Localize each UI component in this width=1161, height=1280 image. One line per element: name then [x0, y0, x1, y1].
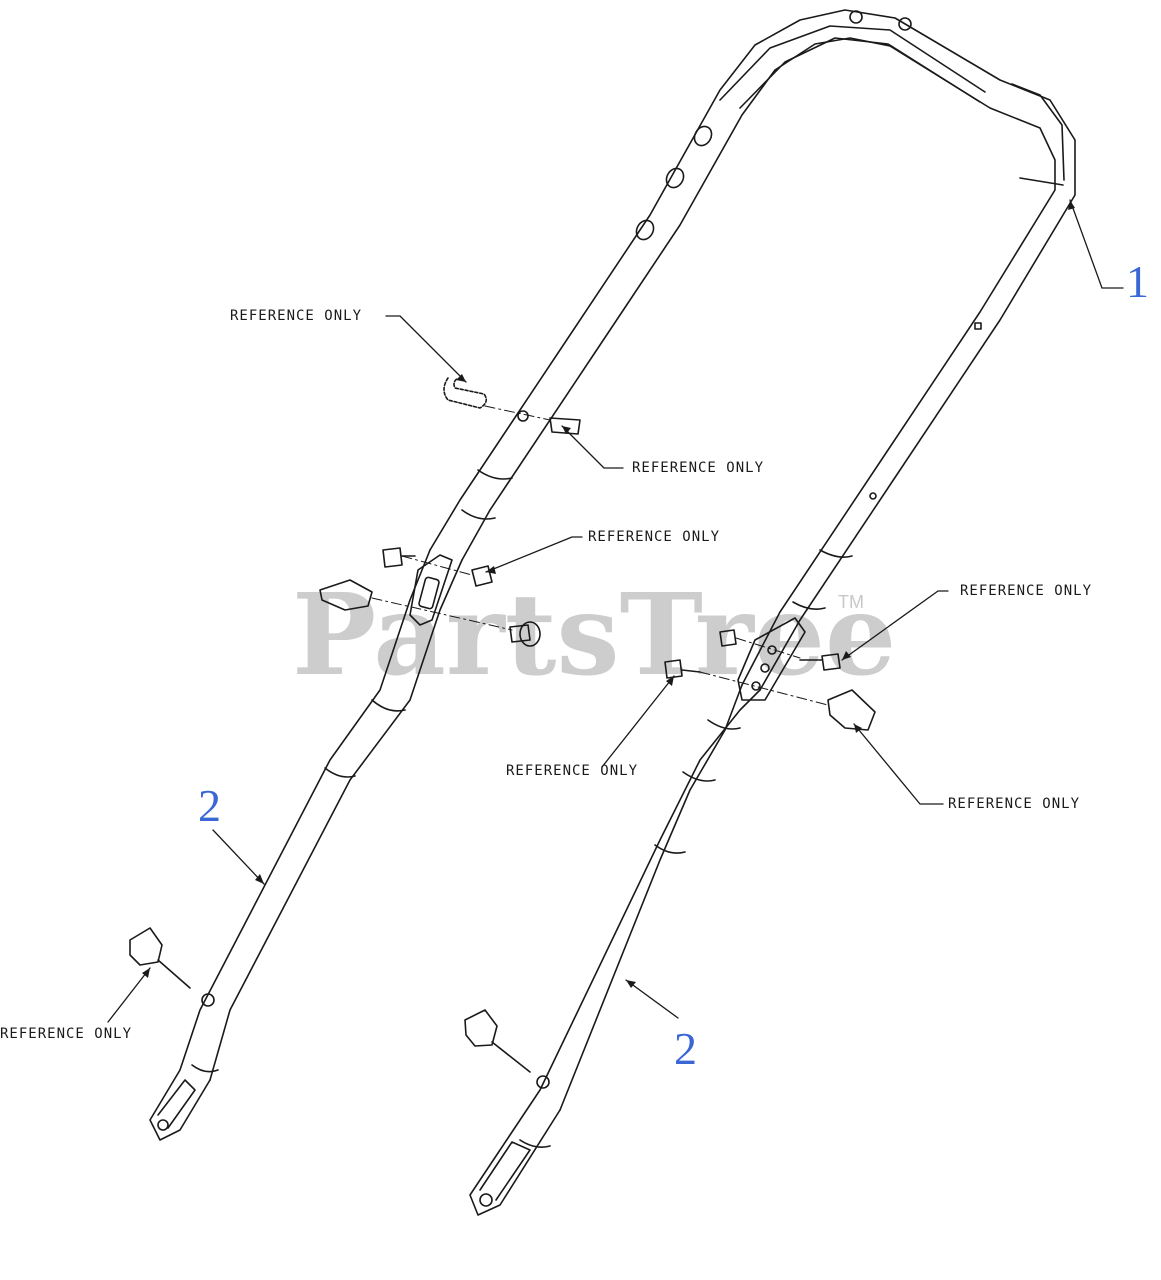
right-stud: [664, 659, 701, 679]
upper-handle-outer: [429, 9, 1076, 691]
left-knob: [319, 579, 373, 611]
tube-ring: [819, 549, 853, 558]
centerline: [371, 597, 513, 631]
upper-handle-tube-line: [719, 25, 986, 101]
handle-hole: [693, 125, 713, 147]
arrow-head: [666, 676, 674, 686]
bracket-hole: [760, 663, 770, 673]
assembly-centerlines: [371, 405, 829, 706]
upper-handle-tube-line: [739, 37, 981, 109]
leader-line: [853, 723, 944, 805]
leader-line: [385, 315, 467, 383]
handle-hole: [201, 993, 215, 1007]
flange-nut: [471, 565, 493, 587]
centerline: [735, 637, 801, 659]
tube-ring: [707, 719, 741, 730]
handle-hole: [665, 167, 685, 189]
upper-handle-tube-line: [1011, 83, 1065, 181]
lower-handle-left: [149, 549, 463, 1141]
left-bracket: [409, 554, 453, 626]
arrow-head: [1068, 200, 1075, 210]
leader-line: [625, 979, 679, 1019]
arrow-head: [854, 724, 862, 733]
watermark: PartsTree: [292, 570, 897, 701]
leader-line: [212, 829, 265, 885]
tube-ring: [682, 771, 716, 782]
tube-ring: [519, 1139, 551, 1148]
tube-ring: [792, 601, 826, 610]
cable-guide: [443, 377, 488, 409]
pivot-hole: [479, 1193, 493, 1207]
handle-hole: [898, 17, 912, 31]
handle-hole: [635, 219, 655, 241]
tube-ring: [654, 844, 686, 854]
arrow-head: [456, 374, 466, 382]
pivot-hole: [157, 1119, 169, 1131]
centerline: [484, 405, 551, 421]
handle-tab: [974, 322, 982, 330]
leader-lines: [107, 199, 1124, 1023]
handle-end-slot: [479, 1141, 531, 1201]
right-bolt: [799, 653, 841, 671]
handle-hole: [536, 1075, 550, 1089]
lower-left-outer: [149, 549, 431, 1141]
reference-label-left-nut: REFERENCE ONLY: [588, 529, 721, 545]
tube-ring: [371, 699, 406, 712]
leader-line: [561, 425, 624, 469]
part-number-2-left: 2: [198, 780, 221, 831]
bracket-hole: [751, 681, 761, 691]
leader-line: [1069, 199, 1124, 289]
handle-end-slot: [157, 1079, 196, 1129]
lower-right-inner: [559, 684, 743, 1111]
left-bracket-hardware: [129, 377, 581, 989]
arrow-heads: [142, 200, 1075, 988]
tube-ring: [461, 509, 496, 520]
lower-left-inner: [209, 559, 463, 1081]
lower-handle-right: [469, 684, 761, 1216]
lower-right-outer: [469, 689, 761, 1216]
arrow-head: [842, 651, 851, 660]
arrow-head: [255, 874, 264, 884]
arrow-head: [626, 980, 636, 988]
centerline: [401, 555, 473, 576]
leader-line: [485, 536, 583, 573]
leader-line: [601, 675, 675, 768]
right-bracket: [737, 617, 806, 701]
handle-hole: [869, 492, 877, 500]
right-bracket-hardware: [464, 617, 876, 1073]
upper-handle: [429, 9, 1076, 691]
upper-handle-tube-line: [1019, 177, 1064, 186]
right-nut: [719, 629, 737, 647]
reference-label-lower-knob: REFERENCE ONLY: [0, 1026, 133, 1042]
arrow-head: [562, 426, 571, 434]
leader-line: [841, 590, 949, 661]
carriage-bolt: [382, 547, 416, 568]
tube-ring: [324, 767, 356, 778]
reference-label-right-bolt: REFERENCE ONLY: [960, 583, 1093, 599]
tube-ring: [191, 1064, 219, 1073]
reference-label-right-stud: REFERENCE ONLY: [506, 763, 639, 779]
arrow-head: [486, 566, 496, 574]
knob-washer: [519, 621, 541, 647]
lower-left-knob: [129, 927, 191, 989]
handle-hole: [517, 410, 529, 422]
leader-line: [107, 967, 151, 1023]
centerline: [699, 671, 829, 706]
reference-label-cable-clip: REFERENCE ONLY: [632, 460, 765, 476]
left-bracket-slot: [418, 576, 440, 610]
right-knob: [827, 689, 876, 731]
tube-ring: [477, 469, 513, 480]
cable-clip: [549, 417, 581, 435]
handle-hole: [849, 10, 863, 24]
arrow-head: [142, 968, 150, 978]
watermark-tm: TM: [838, 592, 864, 612]
reference-label-cable-guide: REFERENCE ONLY: [230, 308, 363, 324]
part-number-2-right: 2: [674, 1023, 697, 1074]
part-number-1: 1: [1126, 256, 1149, 307]
lower-right-knob: [464, 1009, 531, 1073]
reference-label-right-knob: REFERENCE ONLY: [948, 796, 1081, 812]
